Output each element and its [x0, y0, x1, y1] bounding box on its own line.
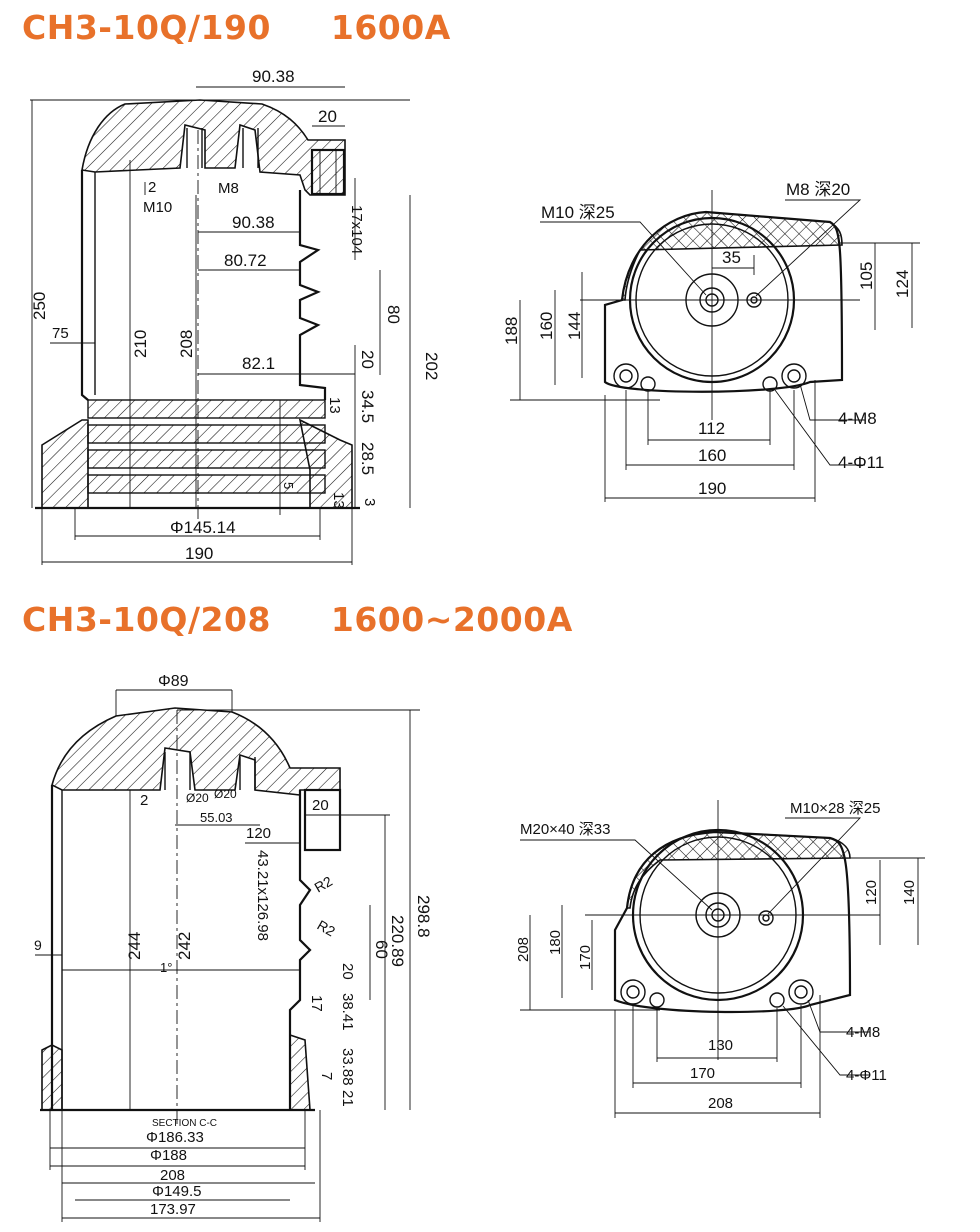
d1-dim-202: 202: [422, 352, 441, 380]
d1-dim-112: 112: [698, 419, 725, 438]
d1-dim-28-5: 28.5: [358, 442, 377, 475]
d2-dim-21: 21: [339, 1090, 356, 1107]
d2-dim-208-bottom: 208: [708, 1095, 733, 1112]
d2-dim-208: 208: [160, 1167, 185, 1184]
d1-dim-13-bottom: 13: [330, 492, 347, 509]
d1-dim-82-1: 82.1: [242, 354, 275, 373]
d2-section-label: SECTION C-C: [152, 1118, 217, 1129]
diagram2-plan-view: M10×28 深25 M20×40 深33 120 140 208 180 17…: [515, 800, 925, 1118]
diagram1-plan-view: M8 深20 M10 深25 35 105 124 188 160 144 11…: [502, 180, 920, 502]
d2-angle-1deg: 1°: [160, 960, 172, 975]
d2-dim-7: 7: [318, 1072, 335, 1080]
d2-dim-170-left: 170: [577, 945, 594, 970]
d2-dim-phi-149-5: Φ149.5: [152, 1183, 202, 1200]
d1-dim-13-mid: 13: [326, 397, 343, 414]
d2-dim-180: 180: [547, 930, 564, 955]
d1-dim-160: 160: [537, 312, 556, 340]
d2-dim-9: 9: [34, 937, 42, 953]
d2-label-4-phi11: 4-Φ11: [846, 1067, 887, 1084]
d1-dim-190-bottom: 190: [698, 479, 726, 498]
d1-dim-190: 190: [185, 544, 213, 563]
d1-label-4-m8: 4-M8: [838, 409, 877, 428]
d1-dim-144: 144: [565, 312, 584, 340]
d2-dim-o20-b: Ø20: [214, 787, 237, 801]
d1-dim-210: 210: [131, 330, 150, 358]
d2-label-r2-b: R2: [315, 917, 339, 940]
d2-dim-120: 120: [863, 880, 880, 905]
d1-dim-90-38-top: 90.38: [252, 67, 295, 86]
d1-dim-2: 2: [148, 179, 156, 196]
d2-dim-o20-a: Ø20: [186, 791, 209, 805]
d2-label-4-m8: 4-M8: [846, 1024, 880, 1041]
d1-label-4-phi11: 4-Φ11: [838, 453, 884, 472]
d2-dim-298-8: 298.8: [414, 895, 433, 938]
d1-dim-20-top: 20: [318, 107, 337, 126]
d1-dim-188: 188: [502, 317, 521, 345]
d2-dim-242: 242: [175, 932, 194, 960]
diagram2-side-view: Φ89 2 Ø20 Ø20 55.03 120 20 43.21x126.98 …: [34, 673, 433, 1222]
d1-dim-phi-145-14: Φ145.14: [170, 518, 236, 537]
d2-dim-130: 130: [708, 1037, 733, 1054]
d2-dim-55-03: 55.03: [200, 810, 233, 825]
d1-dim-80-72: 80.72: [224, 251, 267, 270]
d2-dim-17: 17: [308, 995, 325, 1012]
d2-dim-173-97: 173.97: [150, 1201, 196, 1218]
d2-dim-244: 244: [125, 932, 144, 960]
d1-label-m10: M10: [143, 199, 172, 216]
diagram2-title: CH3-10Q/208 1600~2000A: [22, 600, 573, 639]
d2-dim-2: 2: [140, 792, 148, 809]
d2-dim-phi-89: Φ89: [158, 673, 189, 690]
d1-dim-17x104: 17x104: [348, 205, 365, 254]
d1-dim-75: 75: [52, 325, 69, 342]
d1-dim-5: 5: [281, 482, 296, 489]
d1-dim-35: 35: [722, 248, 741, 267]
d1-label-m10-depth25: M10 深25: [541, 203, 615, 222]
d1-dim-124: 124: [893, 270, 912, 298]
d2-dim-43-21x126-98: 43.21x126.98: [254, 850, 271, 941]
d1-dim-250: 250: [30, 292, 49, 320]
d2-label-m10x28-depth25: M10×28 深25: [790, 800, 880, 817]
d1-dim-3: 3: [361, 498, 378, 506]
d2-dim-38-41: 38.41: [339, 993, 356, 1031]
diagram1-side-view: 90.38 20 2 M8 M10 90.38 17x104 80.72 250…: [30, 67, 441, 565]
d1-dim-160-bottom: 160: [698, 446, 726, 465]
d2-dim-208-left: 208: [515, 937, 532, 962]
d2-label-r2-a: R2: [312, 873, 336, 896]
d2-label-m20x40-depth33: M20×40 深33: [520, 821, 610, 838]
d1-dim-80: 80: [384, 305, 403, 324]
d2-dim-33-88: 33.88: [339, 1048, 356, 1086]
d1-label-m8-depth20: M8 深20: [786, 180, 850, 199]
d1-dim-34-5: 34.5: [358, 390, 377, 423]
d2-dim-140: 140: [901, 880, 918, 905]
d2-dim-20-top: 20: [312, 797, 329, 814]
d2-dim-20-mid: 20: [339, 963, 356, 980]
d1-dim-20-mid: 20: [358, 350, 377, 369]
d2-dim-120: 120: [246, 825, 271, 842]
d2-dim-phi-188: Φ188: [150, 1147, 187, 1164]
d2-dim-phi-186-33: Φ186.33: [146, 1129, 204, 1146]
d1-label-m8: M8: [218, 180, 239, 197]
d1-dim-208: 208: [177, 330, 196, 358]
d1-dim-105: 105: [857, 262, 876, 290]
d2-dim-170-bottom: 170: [690, 1065, 715, 1082]
d1-dim-90-38: 90.38: [232, 213, 275, 232]
d2-dim-220-89: 220.89: [388, 915, 407, 967]
d2-dim-60: 60: [372, 940, 391, 959]
diagram1-title: CH3-10Q/190 1600A: [22, 8, 451, 47]
